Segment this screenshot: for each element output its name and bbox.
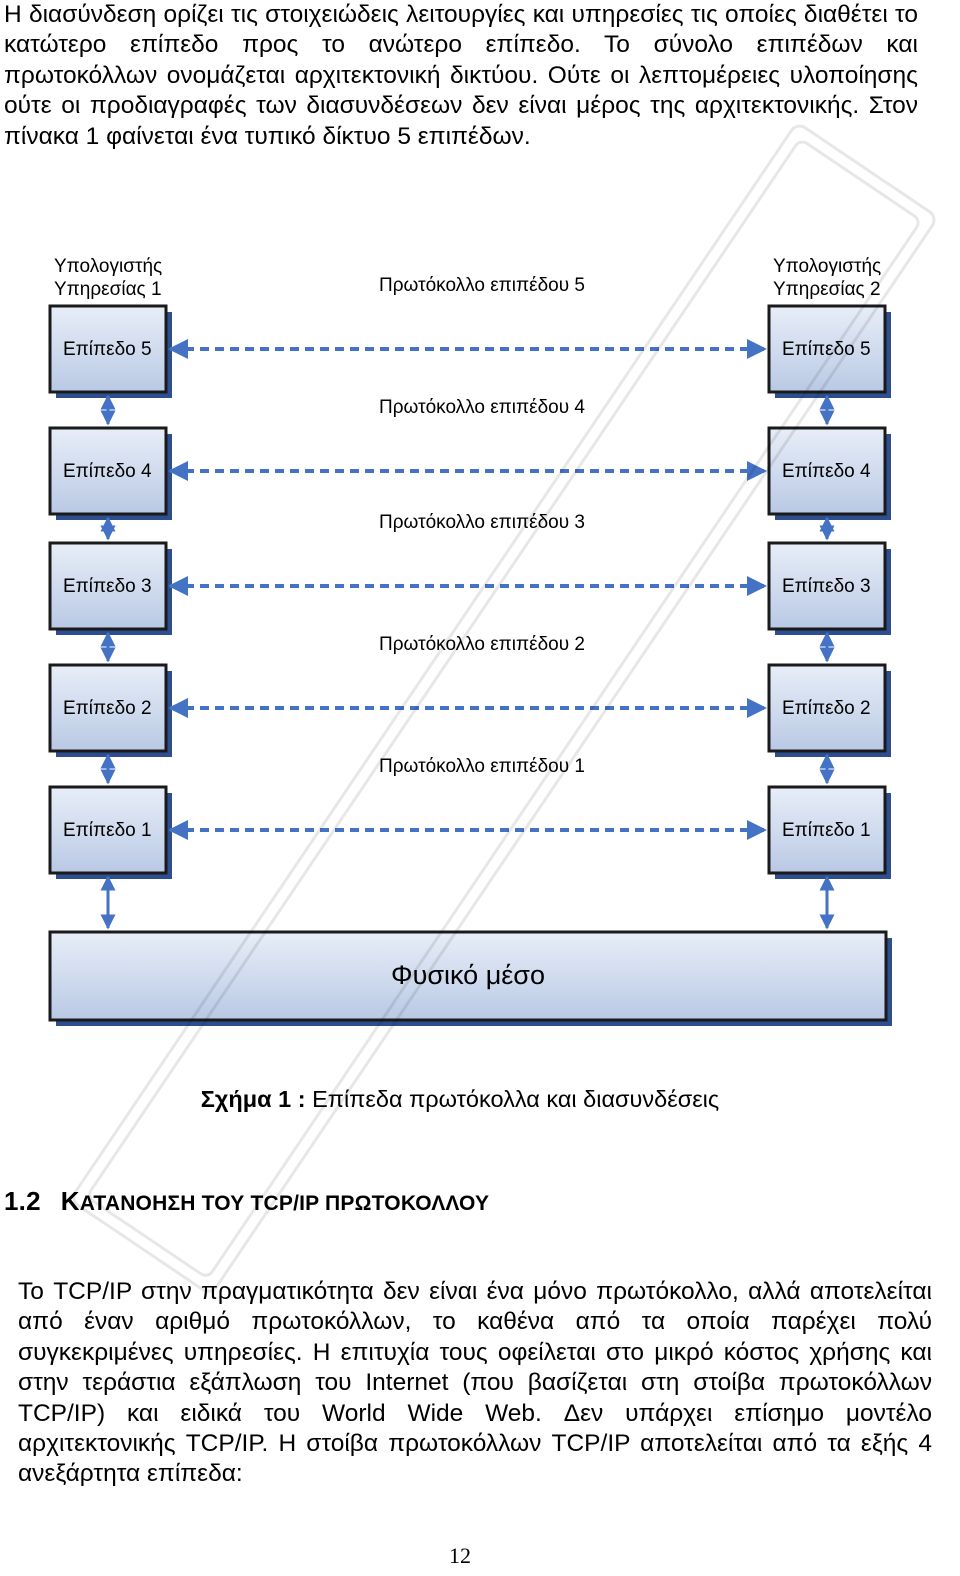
left-layer-1-label: Επίπεδο 1	[63, 820, 152, 841]
layer-rows: Επίπεδο 5 Επίπεδο 5 Πρωτόκολλο επιπέδου 5 Ε…	[48, 275, 891, 930]
left-layer-5: Επίπεδο 5	[48, 304, 172, 398]
right-layer-5-label: Επίπεδο 5	[782, 339, 871, 360]
right-layer-5-box	[767, 304, 887, 394]
left-layer-2-box	[48, 663, 168, 753]
right-layer-3-box	[767, 541, 887, 631]
heading-part1: ΑΤΑΝΟΗΣΗ ΤΟΥ	[79, 1192, 251, 1215]
protocol-label-2: Πρωτόκολλο επιπέδου 2	[379, 634, 585, 655]
right-layer-2-label: Επίπεδο 2	[782, 698, 871, 719]
right-layer-1-box	[767, 785, 887, 875]
left-layer-3-box	[48, 541, 168, 631]
heading-initial: Κ	[60, 1186, 80, 1216]
right-layer-1-label: Επίπεδο 1	[782, 820, 871, 841]
caption-text: Επίπεδα πρωτόκολλα και διασυνδέσεις	[312, 1086, 720, 1112]
heading-part2: ΠΡΩΤΟΚΟΛΛΟΥ	[319, 1192, 490, 1215]
left-layer-5-box	[48, 304, 168, 394]
right-layer-2-box	[767, 663, 887, 753]
caption-label: Σχήμα 1 :	[200, 1086, 306, 1112]
right-layer-3-label: Επίπεδο 3	[782, 576, 871, 597]
page-number: 12	[449, 1543, 471, 1568]
right-layer-4: Επίπεδο 4	[767, 426, 891, 520]
section-number: 1.2	[4, 1186, 41, 1216]
left-layer-5-label: Επίπεδο 5	[63, 339, 152, 360]
left-layer-3-label: Επίπεδο 3	[63, 576, 152, 597]
protocol-layers-diagram: Υπολογιστής Υπηρεσίας 1 Υπολογιστής Υπηρ…	[48, 256, 892, 1026]
host-left-line1: Υπολογιστής	[54, 256, 162, 277]
protocol-label-3: Πρωτόκολλο επιπέδου 3	[379, 512, 585, 533]
right-layer-1: Επίπεδο 1	[767, 785, 891, 879]
left-layer-4-label: Επίπεδο 4	[63, 461, 152, 482]
left-layer-4-box	[48, 426, 168, 516]
left-layer-1: Επίπεδο 1	[48, 785, 172, 879]
right-layer-2: Επίπεδο 2	[767, 663, 891, 757]
heading-tcpip: TCP/IP	[250, 1192, 319, 1215]
body-paragraph: Το TCP/IP στην πραγματικότητα δεν είναι …	[18, 1278, 932, 1488]
host-left-line2: Υπηρεσίας 1	[54, 279, 162, 300]
section-heading: 1.2 ΚΑΤΑΝΟΗΣΗ ΤΟΥ TCP/IP ΠΡΩΤΟΚΟΛΛΟΥ	[4, 1186, 489, 1217]
physical-medium: Φυσικό μέσο	[48, 930, 892, 1026]
right-layer-3: Επίπεδο 3	[767, 541, 891, 635]
intro-paragraph: Η διασύνδεση ορίζει τις στοιχειώδεις λει…	[4, 1, 918, 150]
host-right-line1: Υπολογιστής	[773, 256, 881, 277]
right-layer-4-box	[767, 426, 887, 516]
left-layer-4: Επίπεδο 4	[48, 426, 172, 520]
physical-medium-label: Φυσικό μέσο	[391, 960, 545, 990]
protocol-label-5: Πρωτόκολλο επιπέδου 5	[379, 275, 585, 296]
left-layer-3: Επίπεδο 3	[48, 541, 172, 635]
left-layer-1-box	[48, 785, 168, 875]
right-layer-5: Επίπεδο 5	[767, 304, 891, 398]
left-layer-2: Επίπεδο 2	[48, 663, 172, 757]
protocol-label-4: Πρωτόκολλο επιπέδου 4	[379, 397, 585, 418]
protocol-label-1: Πρωτόκολλο επιπέδου 1	[379, 756, 585, 777]
host-right-line2: Υπηρεσίας 2	[773, 279, 881, 300]
left-layer-2-label: Επίπεδο 2	[63, 698, 152, 719]
right-layer-4-label: Επίπεδο 4	[782, 461, 871, 482]
figure-caption: Σχήμα 1 : Επίπεδα πρωτόκολλα και διασυνδ…	[0, 1086, 920, 1113]
